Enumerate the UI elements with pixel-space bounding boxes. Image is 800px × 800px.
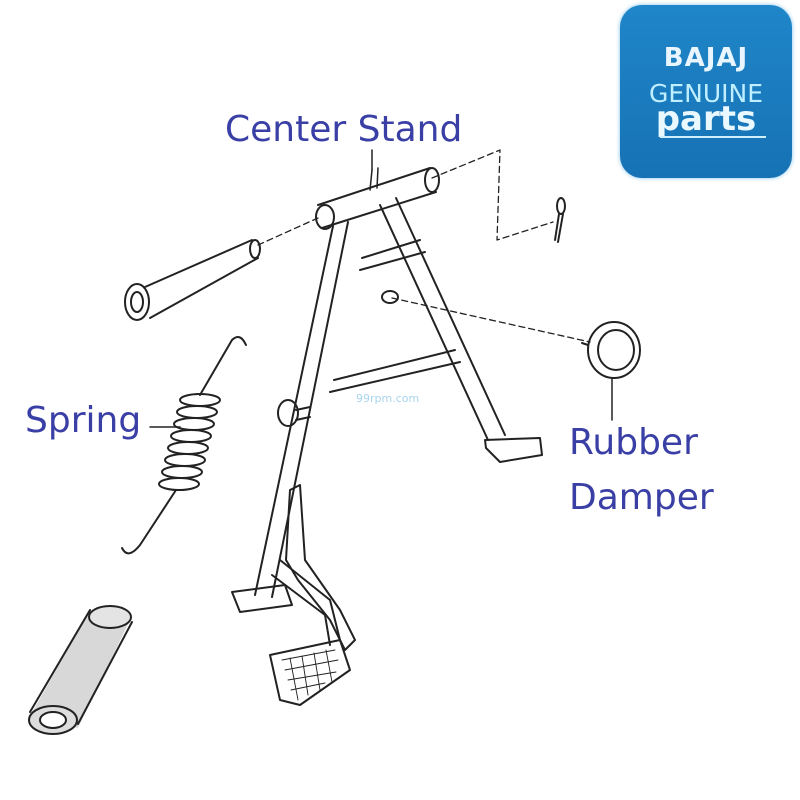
label-center-stand: Center Stand — [225, 109, 463, 150]
logo-parts: parts — [655, 99, 757, 139]
watermark: 99rpm.com — [356, 392, 420, 405]
leader-lines — [149, 149, 613, 428]
label-rubber-damper-line1: Rubber — [569, 422, 698, 463]
logo-genuine: GENUINE — [648, 79, 764, 108]
rubber-damper — [581, 321, 641, 379]
label-spring: Spring — [25, 400, 142, 441]
cotter-pin — [554, 197, 566, 243]
stand-lever — [269, 484, 356, 706]
assembly-dashed-lines — [257, 149, 591, 343]
center-stand — [231, 167, 543, 613]
logo-underline — [660, 136, 766, 138]
pivot-pin — [124, 239, 261, 321]
logo-brand: BAJAJ — [663, 43, 749, 73]
bajaj-genuine-parts-logo: BAJAJ GENUINE parts — [620, 5, 792, 178]
rubber-sleeve — [28, 605, 133, 735]
label-rubber-damper-line2: Damper — [569, 477, 714, 518]
spring — [121, 335, 247, 555]
